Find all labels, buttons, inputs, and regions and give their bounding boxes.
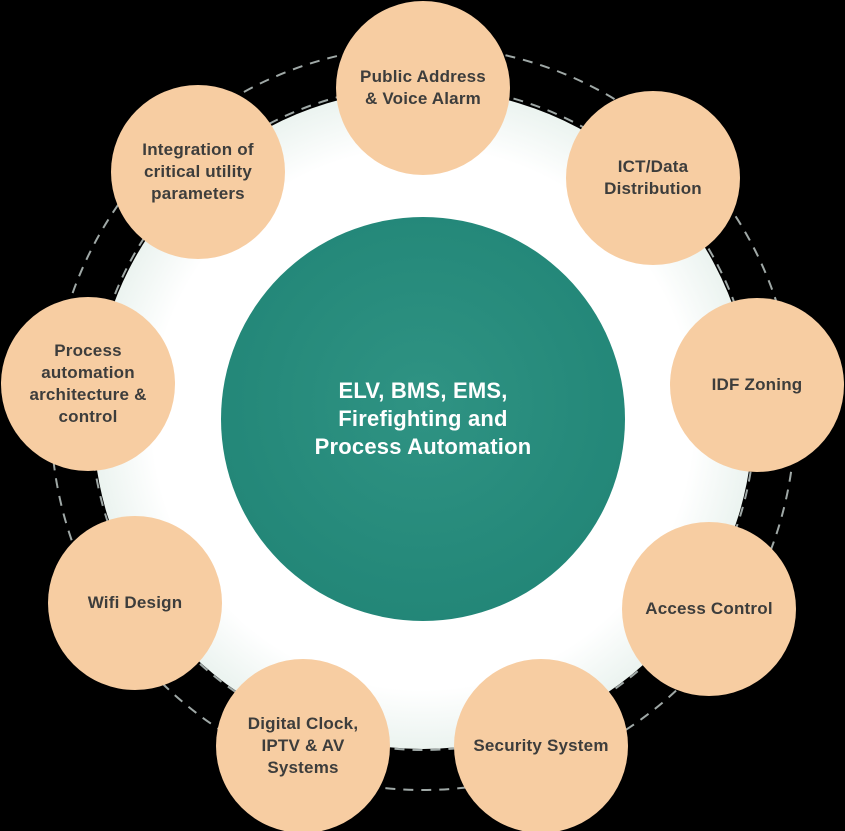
center-hub-label: ELV, BMS, EMS, Firefighting and Process … (314, 377, 532, 460)
node-digital-clock: Digital Clock, IPTV & AV Systems (216, 659, 390, 831)
node-wifi-design-label: Wifi Design (87, 592, 183, 612)
node-integration: Integration of critical utility paramete… (111, 85, 285, 259)
node-process-automation-label: Process automation architecture & contro… (29, 340, 147, 427)
node-ict-data: ICT/Data Distribution (566, 91, 740, 265)
node-idf-zoning-label: IDF Zoning (711, 374, 803, 394)
node-ict-data-label: ICT/Data Distribution (604, 156, 702, 198)
node-idf-zoning: IDF Zoning (670, 298, 844, 472)
node-access-control: Access Control (622, 522, 796, 696)
node-security-system-label: Security System (473, 735, 609, 755)
node-integration-label: Integration of critical utility paramete… (142, 139, 254, 204)
node-public-address-label: Public Address & Voice Alarm (360, 66, 486, 108)
node-public-address: Public Address & Voice Alarm (336, 1, 510, 175)
node-security-system: Security System (454, 659, 628, 831)
node-wifi-design: Wifi Design (48, 516, 222, 690)
node-digital-clock-label: Digital Clock, IPTV & AV Systems (247, 713, 359, 778)
node-process-automation: Process automation architecture & contro… (1, 297, 175, 471)
center-hub-circle: ELV, BMS, EMS, Firefighting and Process … (221, 217, 625, 621)
node-access-control-label: Access Control (645, 598, 773, 618)
